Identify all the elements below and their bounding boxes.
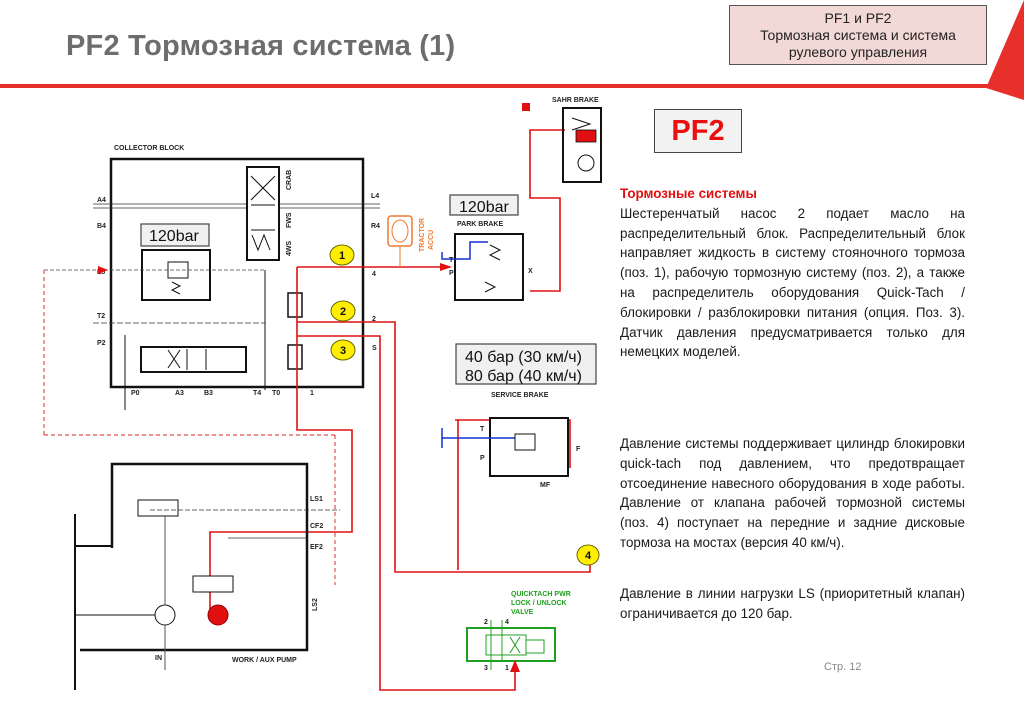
position-marker-2: 2 <box>330 300 356 322</box>
quicktach-port-3: 3 <box>484 665 488 672</box>
service-brake-port-F: F <box>576 446 581 453</box>
quicktach-label-2: LOCK / UNLOCK <box>511 600 567 607</box>
port-T0: T0 <box>272 390 280 397</box>
pump-port-CF2: CF2 <box>310 523 323 530</box>
quicktach-valve: QUICKTACH PWR LOCK / UNLOCK VALVE 2 4 3 … <box>466 591 571 672</box>
port-S: S <box>372 345 377 352</box>
port-A4: A4 <box>97 197 106 204</box>
service-brake-valve: 40 бар (30 км/ч) 80 бар (40 км/ч) SERVIC… <box>441 343 597 489</box>
pump-port-EF2: EF2 <box>310 544 323 551</box>
pump-port-LS2: LS2 <box>312 598 319 611</box>
steering-mode-valve <box>246 166 280 261</box>
service-brake-port-P: P <box>480 455 485 462</box>
collector-pressure-box <box>140 223 210 247</box>
park-brake-port-X: X <box>528 268 533 275</box>
ls-description: Давление в линии нагрузки LS (приоритетн… <box>620 584 965 624</box>
service-brake-port-MF: MF <box>540 482 551 489</box>
service-brake-pressure-line-2: 80 бар (40 км/ч) <box>465 368 582 385</box>
brake-systems-description: Тормозные системы Шестеренчатый насос 2 … <box>620 184 965 362</box>
port-2: 2 <box>372 316 376 323</box>
port-T4: T4 <box>253 390 261 397</box>
port-P0: P0 <box>131 390 140 397</box>
label-4ws: 4WS <box>286 241 293 257</box>
port-B3: B3 <box>204 390 213 397</box>
header-line-2: Тормозная система и система <box>760 27 956 43</box>
quicktach-port-2: 2 <box>484 619 488 626</box>
position-marker-4: 4 <box>576 544 600 566</box>
section-header-box: PF1 и PF2 Тормозная система и система ру… <box>729 5 987 65</box>
quicktach-label-3: VALVE <box>511 609 534 616</box>
check-valve-3 <box>287 344 303 370</box>
work-aux-pump: LS1 CF2 EF2 LS2 IN WORK / AUX PUMP <box>74 462 340 690</box>
port-R4: R4 <box>371 223 380 230</box>
port-P2: P2 <box>97 340 106 347</box>
collector-block: COLLECTOR BLOCK A4 B4 L5 T2 P2 L4 R4 4 2… <box>44 145 380 410</box>
port-L4: L4 <box>371 193 379 200</box>
ls-paragraph: Давление в линии нагрузки LS (приоритетн… <box>620 586 965 621</box>
brake-systems-heading: Тормозные системы <box>620 186 757 201</box>
header-line-3: рулевого управления <box>788 44 928 60</box>
title-underline <box>0 84 990 88</box>
quicktach-port-4: 4 <box>505 619 509 626</box>
port-B4: B4 <box>97 223 106 230</box>
park-brake-title: PARK BRAKE <box>457 221 503 228</box>
collector-block-outline <box>109 157 365 389</box>
check-valve-2 <box>287 292 303 318</box>
label-fws: FWS <box>286 212 293 228</box>
service-brake-port-T: T <box>480 426 485 433</box>
tractor-accumulator: TRACTOR ACCU <box>387 215 435 267</box>
marker-2-label: 2 <box>340 306 346 318</box>
pump-title: WORK / AUX PUMP <box>232 657 297 664</box>
service-brake-pressure-line-1: 40 бар (30 км/ч) <box>465 349 582 366</box>
port-4: 4 <box>372 271 376 278</box>
service-brake-pressure-box <box>455 343 597 385</box>
port-1: 1 <box>310 390 314 397</box>
slide-title: PF2 Тормозная система (1) <box>66 30 456 62</box>
marker-1-label: 1 <box>339 250 345 262</box>
pump-port-LS1: LS1 <box>310 496 323 503</box>
park-brake-port-P: P <box>449 270 454 277</box>
quicktach-description: Давление системы поддерживает цилиндр бл… <box>620 434 965 553</box>
collector-block-title: COLLECTOR BLOCK <box>114 145 184 152</box>
position-marker-3: 3 <box>330 339 356 361</box>
pump-port-IN: IN <box>155 655 162 662</box>
park-brake-pressure-box <box>449 194 519 216</box>
pf2-badge: PF2 <box>654 109 742 153</box>
accu-label-1: TRACTOR <box>419 218 426 252</box>
service-brake-title: SERVICE BRAKE <box>491 392 549 399</box>
collector-pressure-label: 120bar <box>149 228 199 245</box>
label-crab: CRAB <box>286 170 293 190</box>
quicktach-paragraph: Давление системы поддерживает цилиндр бл… <box>620 436 965 550</box>
position-marker-1: 1 <box>329 244 355 266</box>
marker-3-label: 3 <box>340 345 346 357</box>
quicktach-label-1: QUICKTACH PWR <box>511 591 571 598</box>
accu-label-2: ACCU <box>428 230 435 250</box>
sahr-brake: SAHR BRAKE <box>522 97 602 183</box>
directional-valve <box>140 346 247 373</box>
brake-systems-paragraph: Шестеренчатый насос 2 подает масло на ра… <box>620 205 965 360</box>
port-A3: A3 <box>175 390 184 397</box>
marker-4-label: 4 <box>585 550 592 562</box>
page-number: Стр. 12 <box>824 661 862 673</box>
sahr-brake-title: SAHR BRAKE <box>552 97 599 104</box>
port-T2: T2 <box>97 313 105 320</box>
quicktach-port-1: 1 <box>505 665 509 672</box>
header-line-1: PF1 и PF2 <box>824 10 892 26</box>
park-brake-port-T: T <box>449 257 454 264</box>
park-brake-pressure-label: 120bar <box>459 199 509 216</box>
park-brake-valve: 120bar PARK BRAKE T P X <box>441 194 533 301</box>
